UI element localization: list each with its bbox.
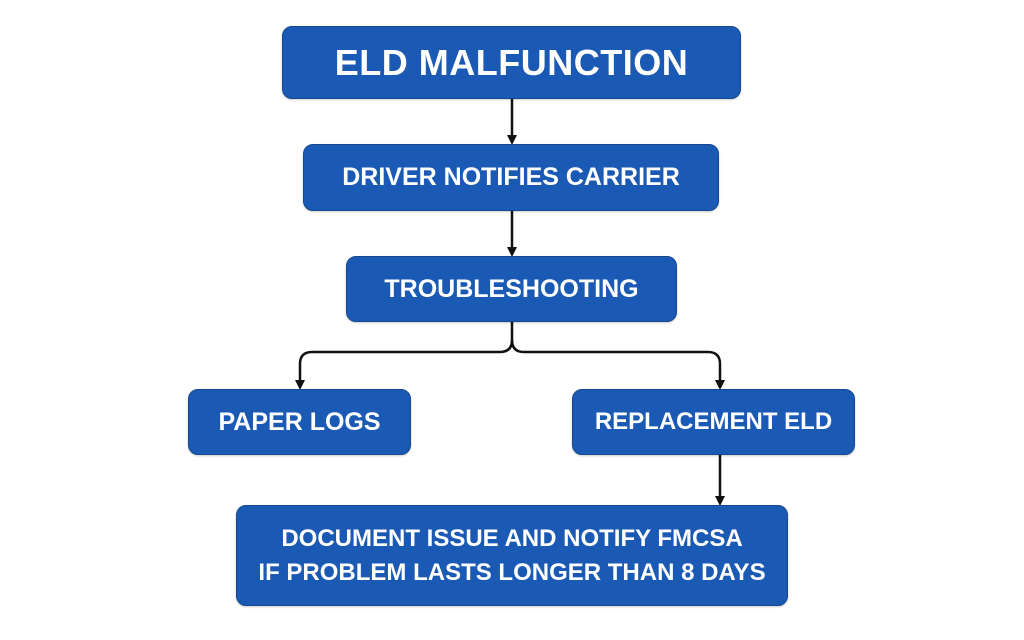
node-troubleshooting: TROUBLESHOOTING [346, 256, 677, 322]
node-label: ELD MALFUNCTION [334, 41, 689, 83]
node-label: DRIVER NOTIFIES CARRIER [342, 163, 680, 191]
node-label: PAPER LOGS [218, 407, 381, 436]
node-label-line2: IF PROBLEM LASTS LONGER THAN 8 DAYS [258, 558, 766, 586]
node-document-issue: DOCUMENT ISSUE AND NOTIFY FMCSA IF PROBL… [236, 505, 788, 606]
node-paper-logs: PAPER LOGS [188, 389, 411, 455]
node-label: REPLACEMENT ELD [594, 408, 833, 435]
arrow-troubleshooting-to-paper-logs [295, 322, 514, 390]
node-label: TROUBLESHOOTING [384, 274, 639, 303]
node-label-line1: DOCUMENT ISSUE AND NOTIFY FMCSA [281, 524, 743, 552]
node-driver-notifies-carrier: DRIVER NOTIFIES CARRIER [303, 144, 719, 211]
node-replacement-eld: REPLACEMENT ELD [572, 389, 855, 455]
node-eld-malfunction: ELD MALFUNCTION [282, 26, 741, 99]
arrow-troubleshooting-to-replacement [510, 339, 725, 390]
